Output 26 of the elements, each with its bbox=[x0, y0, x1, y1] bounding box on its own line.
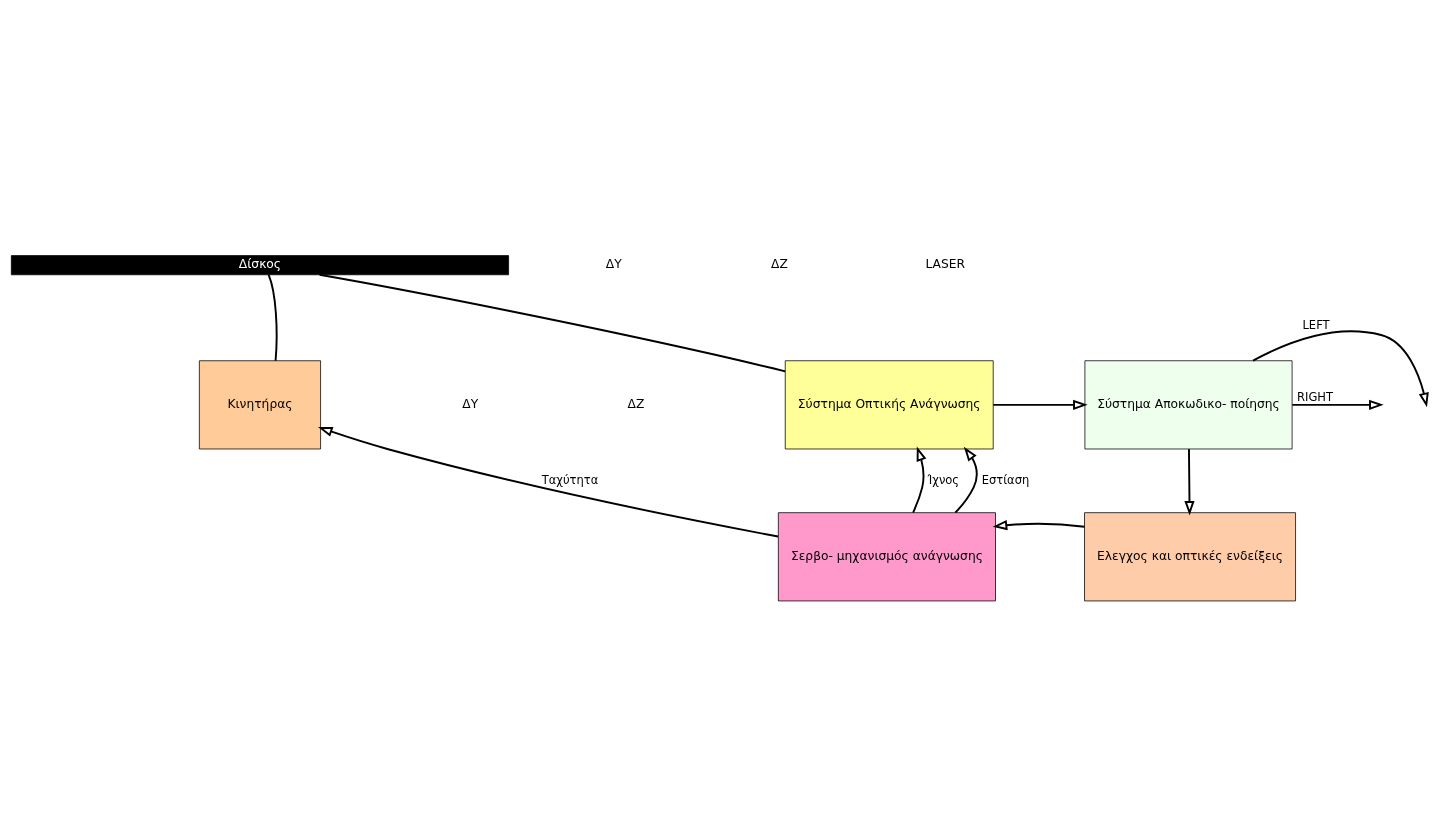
node-box: Σερβο- μηχανισμός ανάγνωσης bbox=[777, 512, 996, 602]
arrow bbox=[1184, 448, 1195, 516]
edge-label: LEFT bbox=[1302, 317, 1330, 332]
edge-label: Εστίαση bbox=[981, 472, 1030, 487]
node-box: Σύστημα Οπτικής Ανάγνωσης bbox=[784, 360, 994, 450]
edge-label: Ίχνος bbox=[927, 472, 960, 487]
arrow bbox=[992, 399, 1088, 410]
label: LASER bbox=[925, 257, 966, 272]
node-box: Δίσκος bbox=[10, 255, 509, 276]
edge-label: RIGHT bbox=[1297, 390, 1333, 405]
label: ΔY bbox=[462, 396, 479, 411]
node-box: Ελεγχος και οπτικές ενδείξεις bbox=[1084, 512, 1296, 602]
node-box: Κινητήρας bbox=[198, 360, 321, 450]
arrow bbox=[1291, 399, 1384, 410]
edge-label: Ταχύτητα bbox=[541, 472, 599, 487]
arrow bbox=[954, 446, 978, 514]
arrow bbox=[318, 426, 780, 538]
connector bbox=[318, 273, 787, 373]
arrow bbox=[992, 520, 1086, 531]
arrow bbox=[1252, 330, 1429, 408]
node-box: Σύστημα Αποκωδικο- ποίησης bbox=[1084, 360, 1293, 450]
arrow bbox=[912, 446, 927, 514]
label: ΔY bbox=[605, 257, 622, 272]
label: ΔZ bbox=[627, 396, 645, 411]
connector bbox=[267, 273, 278, 362]
label: ΔZ bbox=[771, 257, 788, 272]
